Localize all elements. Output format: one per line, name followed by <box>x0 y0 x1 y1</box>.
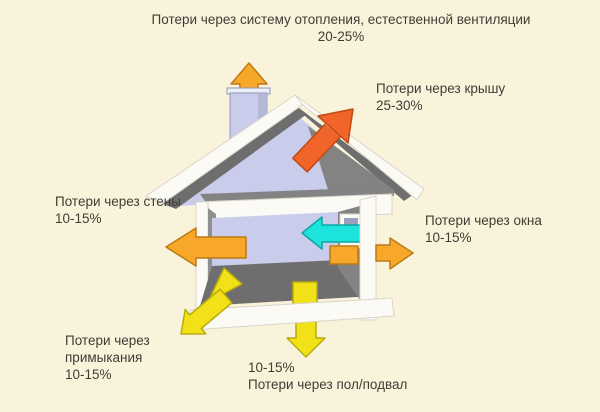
label-windows-loss-text: Потери через окна <box>425 213 542 228</box>
label-junction-loss-value: 10-15% <box>65 367 112 382</box>
label-junction-loss-text: Потери через примыкания <box>65 333 150 365</box>
windows-loss-arrow-icon <box>375 237 414 270</box>
label-walls-loss-value: 10-15% <box>55 211 102 226</box>
label-junction-loss: Потери через примыкания 10-15% <box>65 332 183 383</box>
label-windows-loss: Потери через окна 10-15% <box>425 212 542 246</box>
label-roof-loss: Потери через крышу 25-30% <box>376 80 505 114</box>
label-roof-loss-text: Потери через крышу <box>376 81 506 96</box>
label-heating-vent-loss-text: Потери через систему отопления, естестве… <box>151 12 531 27</box>
roof-lining-left <box>158 106 307 209</box>
label-floor-loss-value: 10-15% <box>248 360 295 375</box>
label-windows-loss-value: 10-15% <box>425 230 472 245</box>
roof-loss-arrow-head-icon <box>317 108 354 144</box>
label-roof-loss-value: 25-30% <box>376 98 423 113</box>
label-walls-loss-text: Потери через стены <box>55 194 181 209</box>
room-floor <box>200 260 374 306</box>
windows-loss-arrow-inner <box>329 245 359 265</box>
label-heating-vent-loss-value: 20-25% <box>317 29 365 44</box>
right-wall <box>359 195 377 321</box>
walls-loss-arrow-icon <box>165 227 247 267</box>
junction-loss-arrow-icon <box>180 288 233 335</box>
label-floor-loss: 10-15% Потери через пол/подвал <box>248 359 407 393</box>
label-walls-loss: Потери через стены 10-15% <box>55 193 181 227</box>
label-floor-loss-text: Потери через пол/подвал <box>248 377 408 392</box>
label-heating-vent-loss: Потери через систему отопления, естестве… <box>91 11 591 45</box>
